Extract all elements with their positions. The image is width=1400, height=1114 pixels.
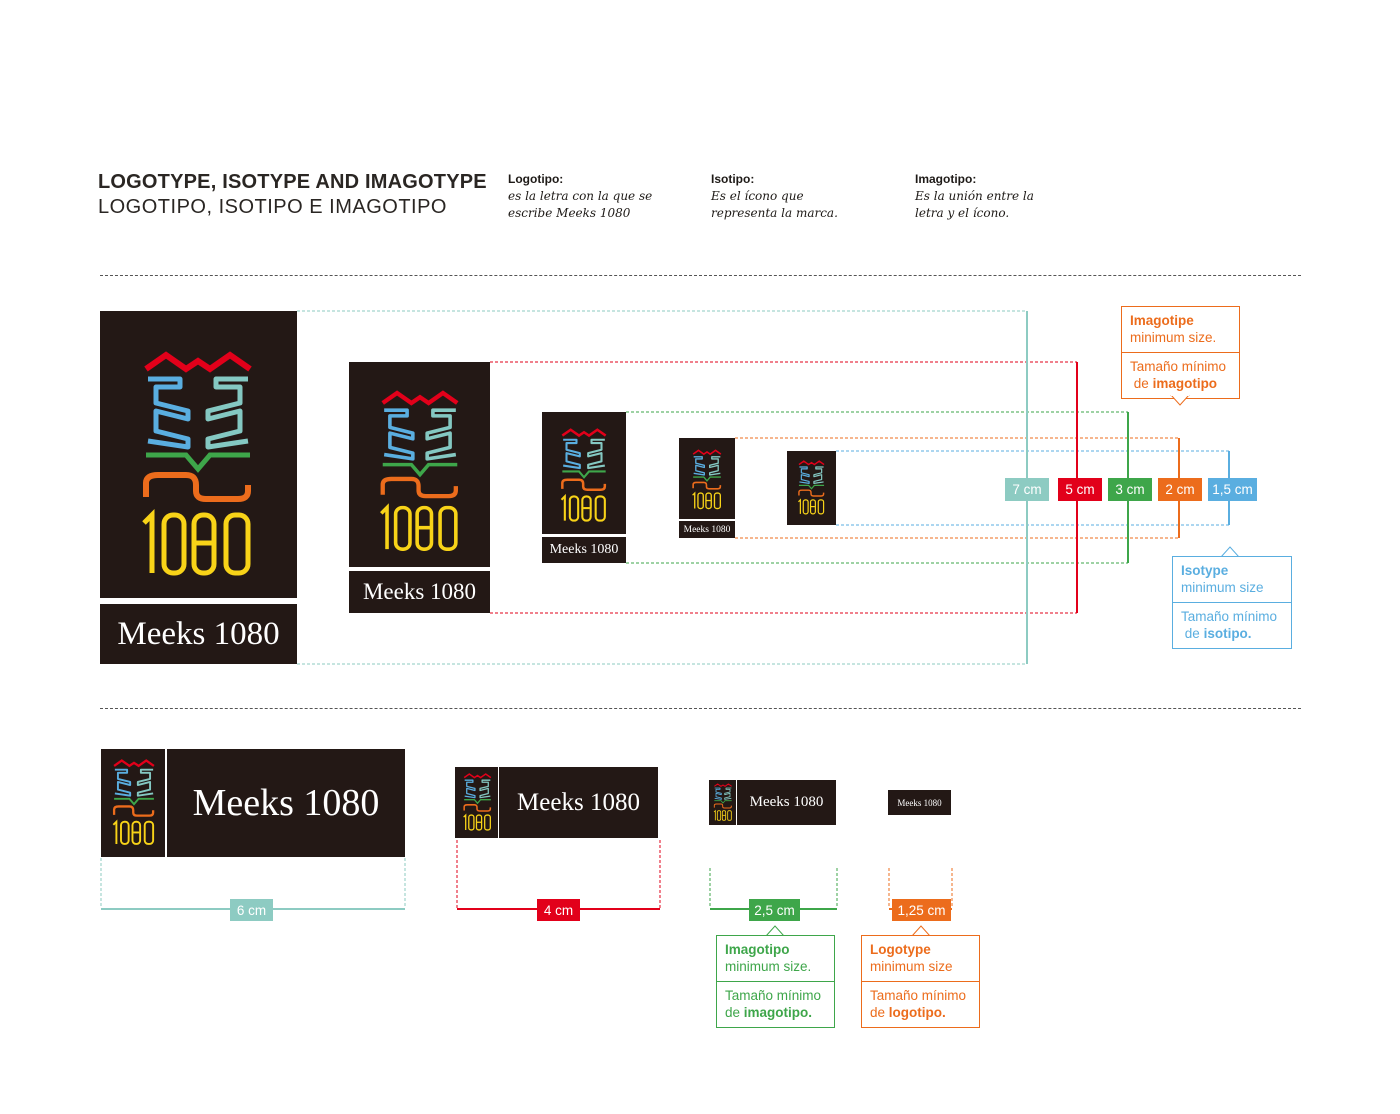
size-tag-4cm: 4 cm xyxy=(537,899,580,921)
isotype-large xyxy=(100,311,297,598)
definition-text: es la letra con la que se escribe Meeks … xyxy=(508,189,653,220)
meeks-icon xyxy=(691,449,723,511)
callout-text: minimum size. xyxy=(725,959,812,974)
imagotype-horizontal-large: Meeks 1080 xyxy=(101,749,405,857)
callout-heading: Imagotipe xyxy=(1130,313,1194,328)
callout-emphasis: imagotipo. xyxy=(743,1005,813,1020)
definition-text: Es la unión entre la letra y el ícono. xyxy=(915,189,1034,220)
meeks-icon xyxy=(111,759,157,847)
callout-text-es: Tamaño mínimo xyxy=(1130,359,1227,374)
page-title: LOGOTYPE, ISOTYPE AND IMAGOTYPE xyxy=(98,171,487,193)
divider xyxy=(100,275,1301,276)
isotype-xsmall xyxy=(679,438,735,519)
meeks-icon xyxy=(559,428,609,524)
meeks-icon xyxy=(377,390,463,555)
callout-text: minimum size xyxy=(870,959,953,974)
callout-emphasis: isotipo. xyxy=(1203,626,1252,641)
size-tag-2-5cm: 2,5 cm xyxy=(749,899,800,921)
callout-text: minimum size. xyxy=(1130,330,1217,345)
separator xyxy=(736,780,737,825)
definition-isotipo: Isotipo: Es el ícono que representa la m… xyxy=(711,171,838,222)
wordmark: Meeks 1080 xyxy=(100,604,297,664)
wordmark: Meeks 1080 xyxy=(542,537,626,563)
wordmark: Meeks 1080 xyxy=(679,521,735,538)
callout-emphasis: logotipo. xyxy=(888,1005,946,1020)
callout-text-es: de xyxy=(725,1005,741,1020)
callout-text-es: Tamaño mínimo xyxy=(870,988,967,1003)
definition-heading: Imagotipo: xyxy=(915,172,977,186)
callout-logotype-min: Logotype minimum size Tamaño mínimo de l… xyxy=(861,935,980,1028)
size-tag-1-5cm: 1,5 cm xyxy=(1208,478,1257,501)
size-tag-7cm: 7 cm xyxy=(1005,478,1049,501)
imagotype-horizontal-small: Meeks 1080 xyxy=(709,780,836,825)
definition-text: Es el ícono que representa la marca. xyxy=(711,189,838,220)
callout-emphasis: imagotipo xyxy=(1152,376,1218,391)
wordmark: Meeks 1080 xyxy=(737,780,836,825)
isotype-small xyxy=(542,412,626,534)
callout-text: minimum size xyxy=(1181,580,1264,595)
size-tag-5cm: 5 cm xyxy=(1058,478,1102,501)
isotype-medium xyxy=(349,362,490,567)
divider xyxy=(100,708,1301,709)
callout-text-es: de xyxy=(1184,626,1200,641)
imagotype-horizontal-medium: Meeks 1080 xyxy=(455,767,658,838)
callout-heading: Isotype xyxy=(1181,563,1229,578)
meeks-icon xyxy=(797,460,826,516)
wordmark: Meeks 1080 xyxy=(349,571,490,613)
page-subtitle: LOGOTIPO, ISOTIPO E IMAGOTIPO xyxy=(98,196,447,218)
size-tag-3cm: 3 cm xyxy=(1108,478,1152,501)
callout-imagotipo-horizontal-min: Imagotipo minimum size. Tamaño mínimo de… xyxy=(716,935,835,1028)
isotype-minimum xyxy=(787,451,836,525)
callout-isotype-min: Isotype minimum size Tamaño mínimo de is… xyxy=(1172,556,1292,649)
callout-text-es: de xyxy=(870,1005,886,1020)
wordmark: Meeks 1080 xyxy=(499,767,658,838)
callout-imagotype-min: Imagotipe minimum size. Tamaño mínimo de… xyxy=(1121,306,1240,399)
definition-logotipo: Logotipo: es la letra con la que se escr… xyxy=(508,171,652,222)
separator xyxy=(165,749,167,857)
size-tag-2cm: 2 cm xyxy=(1158,478,1202,501)
callout-text-es: Tamaño mínimo xyxy=(1181,609,1278,624)
meeks-icon xyxy=(713,783,733,822)
separator xyxy=(498,767,499,838)
logotype-minimum: Meeks 1080 xyxy=(888,790,951,815)
callout-text-es: Tamaño mínimo xyxy=(725,988,822,1003)
definition-heading: Isotipo: xyxy=(711,172,755,186)
size-tag-6cm: 6 cm xyxy=(230,899,273,921)
definition-imagotipo: Imagotipo: Es la unión entre la letra y … xyxy=(915,171,1034,222)
meeks-icon xyxy=(462,773,493,832)
size-tag-1-25cm: 1,25 cm xyxy=(892,899,951,921)
definition-heading: Logotipo: xyxy=(508,172,564,186)
callout-pointer xyxy=(1170,395,1190,406)
callout-heading: Logotype xyxy=(870,942,931,957)
callout-text-es: de xyxy=(1133,376,1149,391)
meeks-icon xyxy=(138,351,258,581)
wordmark: Meeks 1080 xyxy=(167,749,405,857)
callout-heading: Imagotipo xyxy=(725,942,790,957)
